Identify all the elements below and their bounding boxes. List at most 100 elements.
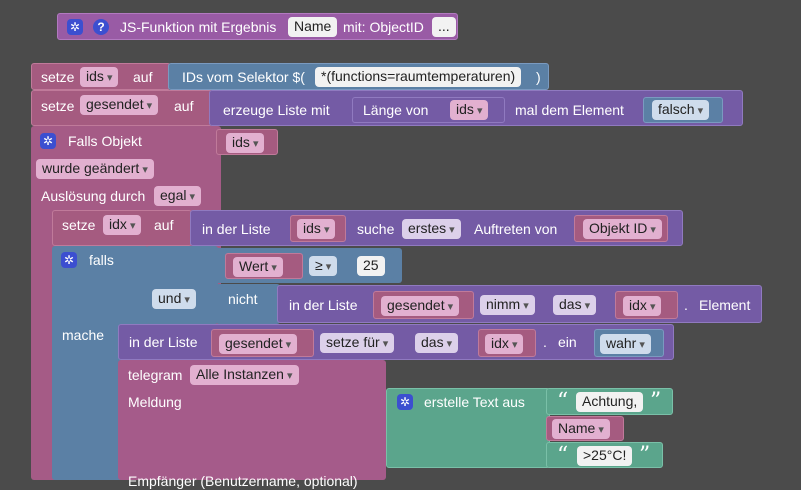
function-more-button[interactable]: ...	[432, 17, 456, 37]
text-block-2[interactable]: “ >25°C! ”	[546, 442, 663, 468]
set-ids-block[interactable]: setze ids auf	[31, 63, 171, 90]
set-label: setze	[41, 98, 75, 114]
function-header-block[interactable]: ✲ ? JS-Funktion mit Ergebnis Name mit: O…	[57, 13, 458, 40]
das-dropdown[interactable]: das	[415, 333, 459, 353]
in-list-label: in der Liste	[202, 221, 271, 237]
in-list-label: in der Liste	[289, 297, 358, 313]
idx-variable-dropdown[interactable]: idx	[103, 215, 142, 235]
list-socket[interactable]: gesendet	[373, 291, 474, 319]
on-label: auf	[174, 98, 194, 114]
list-variable-dropdown[interactable]: gesendet	[381, 296, 460, 316]
boolean-block[interactable]: wahr	[594, 329, 664, 357]
dot-label: .	[543, 334, 547, 350]
ein-label: ein	[558, 334, 577, 350]
list-socket[interactable]: gesendet	[211, 329, 314, 357]
help-icon[interactable]: ?	[93, 19, 109, 35]
selector-label: IDs vom Selektor $(	[182, 69, 305, 85]
boolean-dropdown[interactable]: wahr	[600, 334, 651, 354]
times-element-label: mal dem Element	[515, 102, 624, 118]
function-prefix-label: JS-Funktion mit Ergebnis	[120, 19, 277, 35]
trigger-title-label: Falls Objekt	[68, 133, 142, 149]
boolean-dropdown[interactable]: falsch	[652, 100, 710, 120]
create-list-block[interactable]: erzeuge Liste mit Länge von ids mal dem …	[209, 90, 743, 126]
selector-block[interactable]: IDs vom Selektor $( *(functions=raumtemp…	[168, 63, 549, 90]
set-label: setze	[41, 69, 75, 85]
set-gesendet-block[interactable]: setze gesendet auf	[31, 90, 213, 126]
trigger-object-dropdown[interactable]: ids	[226, 133, 265, 153]
message-label: Meldung	[128, 394, 182, 410]
which-dropdown[interactable]: erstes	[402, 219, 461, 239]
element-label: Element	[699, 297, 751, 313]
das-dropdown[interactable]: das	[553, 295, 597, 315]
gear-icon[interactable]: ✲	[397, 394, 413, 410]
find-in-list-block[interactable]: in der Liste ids suche erstes Auftreten …	[190, 210, 683, 246]
text-field-2[interactable]: >25°C!	[577, 446, 633, 466]
text-field-1[interactable]: Achtung,	[576, 392, 644, 412]
set-idx-block[interactable]: setze idx auf	[52, 210, 192, 246]
object-id-dropdown[interactable]: Objekt ID	[583, 219, 662, 239]
trigger-by-label: Auslösung durch	[41, 188, 146, 204]
get-from-list-block[interactable]: in der Liste gesendet nimm das idx . Ele…	[277, 285, 762, 323]
create-text-block[interactable]: ✲ erstelle Text aus	[386, 388, 550, 468]
value-socket[interactable]: Wert	[225, 253, 303, 279]
function-name-field[interactable]: Name	[288, 17, 338, 37]
idx-socket[interactable]: idx	[615, 291, 678, 319]
object-id-socket[interactable]: Objekt ID	[574, 215, 668, 242]
list-socket[interactable]: ids	[290, 215, 346, 242]
quote-open-icon: “	[557, 443, 569, 468]
telegram-block[interactable]: telegram Alle Instanzen Meldung Empfänge…	[118, 360, 386, 489]
gear-icon[interactable]: ✲	[61, 252, 77, 268]
text-block-1[interactable]: “ Achtung, ”	[546, 388, 673, 415]
gear-icon[interactable]: ✲	[40, 133, 56, 149]
dot-label: .	[684, 297, 688, 313]
recipient-label: Empfänger (Benutzername, optional)	[128, 473, 358, 489]
create-list-label: erzeuge Liste mit	[223, 102, 330, 118]
number-socket[interactable]: 25	[352, 253, 394, 279]
quote-close-icon: ”	[639, 443, 651, 468]
idx-dropdown[interactable]: idx	[485, 334, 524, 354]
ids-variable-dropdown[interactable]: ids	[80, 67, 119, 87]
value-dropdown[interactable]: Wert	[233, 257, 283, 277]
gesendet-variable-dropdown[interactable]: gesendet	[80, 95, 159, 115]
set-in-list-block[interactable]: in der Liste gesendet setze für das idx …	[118, 324, 674, 360]
instance-dropdown[interactable]: Alle Instanzen	[190, 365, 299, 385]
search-label: suche	[357, 221, 395, 237]
gear-icon[interactable]: ✲	[67, 19, 83, 35]
do-label: mache	[62, 327, 105, 343]
boolean-block[interactable]: falsch	[643, 97, 723, 123]
trigger-changed-dropdown[interactable]: wurde geändert	[36, 159, 154, 179]
name-variable-dropdown[interactable]: Name	[552, 419, 610, 439]
list-variable-dropdown[interactable]: gesendet	[219, 334, 298, 354]
not-block[interactable]: nicht	[216, 284, 280, 324]
list-variable-dropdown[interactable]: ids	[297, 219, 336, 239]
name-variable-block[interactable]: Name	[546, 416, 624, 441]
in-list-label: in der Liste	[129, 334, 198, 350]
on-label: auf	[133, 69, 153, 85]
set-label: setze	[62, 217, 96, 233]
on-label: auf	[154, 217, 174, 233]
operator-dropdown[interactable]: ≥	[309, 256, 338, 276]
quote-close-icon: ”	[650, 389, 662, 414]
selector-query-field[interactable]: *(functions=raumtemperaturen)	[315, 67, 522, 87]
if-label: falls	[89, 252, 114, 268]
compare-block[interactable]: Wert ≥ 25	[214, 248, 402, 283]
length-of-block[interactable]: Länge von ids	[352, 97, 505, 123]
trigger-by-dropdown[interactable]: egal	[154, 186, 202, 206]
occurrence-label: Auftreten von	[474, 221, 558, 237]
selector-close-label: )	[536, 69, 541, 85]
create-text-label: erstelle Text aus	[424, 394, 525, 410]
and-dropdown[interactable]: und	[152, 289, 196, 309]
telegram-title-label: telegram	[128, 367, 183, 383]
setfor-dropdown[interactable]: setze für	[320, 333, 395, 353]
number-field[interactable]: 25	[357, 256, 385, 276]
and-block[interactable]: und	[146, 246, 218, 324]
quote-open-icon: “	[557, 389, 569, 414]
not-label: nicht	[228, 291, 258, 307]
length-variable-dropdown[interactable]: ids	[450, 100, 489, 120]
idx-dropdown[interactable]: idx	[623, 296, 662, 316]
take-dropdown[interactable]: nimm	[480, 295, 535, 315]
idx-socket[interactable]: idx	[478, 329, 536, 357]
trigger-object-socket[interactable]: ids	[216, 129, 278, 155]
length-label: Länge von	[363, 102, 429, 118]
function-suffix-label: mit: ObjectID	[343, 19, 424, 35]
